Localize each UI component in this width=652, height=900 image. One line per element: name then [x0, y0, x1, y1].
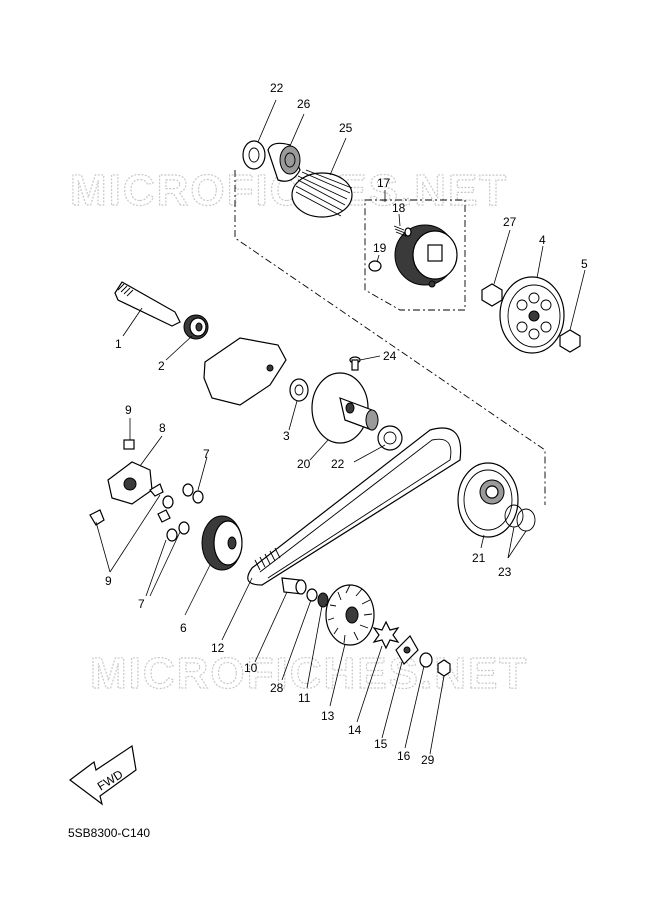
cam-plate-hole: [123, 477, 137, 491]
part-9-slider-lower: [157, 509, 171, 523]
part-24-bolt: [349, 356, 361, 371]
part-21-sliding-sheave: [457, 462, 519, 538]
part-25-spring: [291, 169, 353, 218]
callout-22-lower: 22: [331, 457, 345, 471]
part-19-ring: [368, 260, 382, 272]
callout-22-top: 22: [270, 81, 284, 95]
case-bolt: [266, 364, 274, 372]
part-11-washer: [317, 592, 329, 608]
callout-11: 11: [298, 691, 311, 705]
part-5-nut: [559, 329, 581, 353]
callout-24: 24: [383, 349, 397, 363]
callout-9-lower: 9: [105, 574, 112, 588]
part-3-washer: [289, 378, 309, 402]
part-13-fixed-sheave-fan: [325, 584, 375, 646]
callout-6: 6: [180, 621, 187, 635]
callout-18: 18: [392, 201, 406, 215]
callout-16: 16: [397, 749, 411, 763]
part-17-clutch: [394, 224, 458, 288]
callout-19: 19: [373, 241, 387, 255]
callout-29: 29: [421, 753, 435, 767]
part-16-washer: [419, 652, 433, 668]
part-27-nut: [481, 283, 503, 307]
part-10-collar: [281, 577, 307, 595]
part-26-bushing: [267, 142, 301, 182]
callout-20: 20: [297, 457, 311, 471]
callout-7-top: 7: [203, 447, 210, 461]
part-7-rollers: [162, 483, 204, 542]
callout-10: 10: [244, 661, 258, 675]
callout-23: 23: [498, 565, 512, 579]
callout-21: 21: [472, 551, 486, 565]
part-28-washer: [306, 588, 318, 602]
part-22-washer-lower: [377, 425, 403, 451]
callout-26: 26: [297, 97, 311, 111]
clutch-group-outline: [364, 199, 466, 311]
part-14-star-washer: [372, 620, 400, 650]
callout-2: 2: [158, 359, 165, 373]
part-15-plate: [395, 635, 419, 665]
callout-1: 1: [115, 337, 122, 351]
callout-15: 15: [374, 737, 388, 751]
callout-8: 8: [159, 421, 166, 435]
part-29-nut: [437, 659, 451, 677]
part-6-primary-sheave: [201, 515, 243, 571]
callout-27: 27: [503, 215, 517, 229]
leader-lines: [95, 99, 586, 755]
watermark-bottom: MICROFICHES.NET: [90, 649, 528, 698]
callout-14: 14: [348, 723, 362, 737]
callout-12: 12: [211, 641, 225, 655]
part-22-washer: [242, 140, 266, 170]
callout-17: 17: [377, 176, 391, 190]
callout-13: 13: [321, 709, 335, 723]
callout-5: 5: [581, 257, 588, 271]
callout-25: 25: [339, 121, 353, 135]
assembly-outline: [234, 170, 546, 505]
part-1-shaft: [114, 281, 181, 327]
fwd-arrow-icon: FWD: [69, 744, 137, 806]
callout-9-top: 9: [125, 403, 132, 417]
part-18-small-spring: [393, 225, 412, 237]
callout-3: 3: [283, 429, 290, 443]
part-9-slider-left: [89, 509, 105, 526]
part-9-slider-top: [123, 439, 135, 450]
callout-28: 28: [270, 681, 284, 695]
part-12-v-belt: [247, 427, 462, 586]
crankcase-cover: [203, 337, 287, 406]
diagram-code: 5SB8300-C140: [68, 826, 151, 840]
callout-4: 4: [539, 233, 546, 247]
part-4-clutch-housing: [499, 276, 565, 354]
part-2-bearing: [183, 314, 209, 340]
part-9-slider-right: [149, 483, 164, 497]
callout-7-lower: 7: [138, 597, 145, 611]
callout-numbers: 22 26 25 17 18 19 27 4 5 1 2 24 3 20 22 …: [105, 81, 588, 767]
part-20-fixed-sheave: [311, 372, 379, 444]
